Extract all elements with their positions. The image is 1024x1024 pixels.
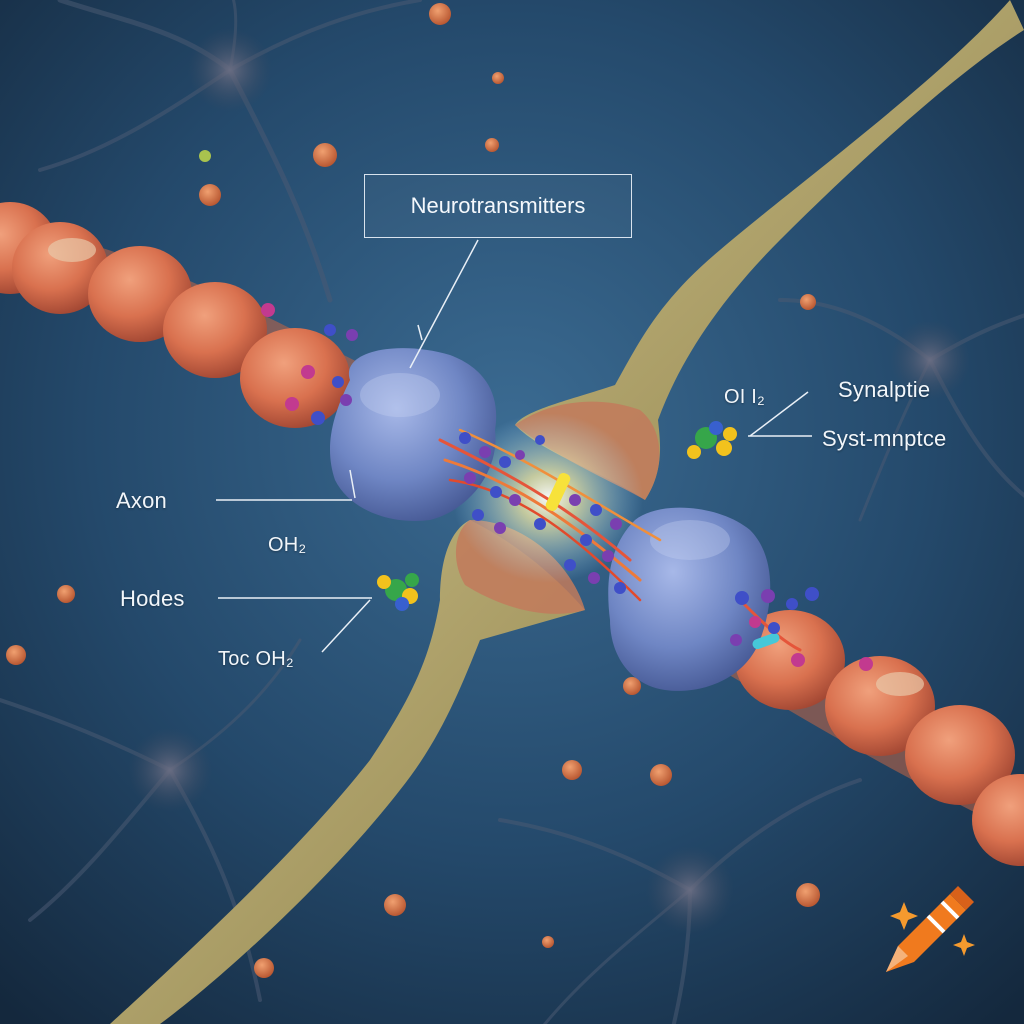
molecule-cluster-right xyxy=(687,421,737,459)
crayon-icon xyxy=(886,886,975,972)
axon-label: Axon xyxy=(116,488,167,513)
dendrite-upper xyxy=(515,0,1024,500)
background-soma-bottom-right xyxy=(646,846,734,934)
background-soma-right xyxy=(890,320,970,400)
leader-lines xyxy=(216,239,812,653)
neurotransmitters-label: Neurotransmitters xyxy=(410,193,586,218)
syst-mnptce-label: Syst-mnptce xyxy=(822,426,947,451)
background-soma-bottom-left xyxy=(128,728,212,812)
presynaptic-terminal-left xyxy=(330,348,497,521)
axon-left xyxy=(0,202,367,428)
dendrite-lower xyxy=(110,520,585,1024)
presynaptic-terminal-right xyxy=(608,507,771,691)
toc-oh2-label: Toc OH₂ xyxy=(218,648,294,670)
oh2-left-label: OH₂ xyxy=(268,534,307,556)
floating-particles xyxy=(6,3,820,978)
signal-fibers xyxy=(438,428,802,652)
synaptic-label: Synalptie xyxy=(838,377,931,402)
oh2-right-label: OI I₂ xyxy=(724,386,765,408)
background-soma-top-left xyxy=(188,28,272,112)
neurotransmitters-label-box: Neurotransmitters xyxy=(364,174,632,238)
neurotransmitter-molecules xyxy=(261,303,873,671)
hodes-label: Hodes xyxy=(120,586,185,611)
molecule-cluster-left xyxy=(377,573,419,611)
